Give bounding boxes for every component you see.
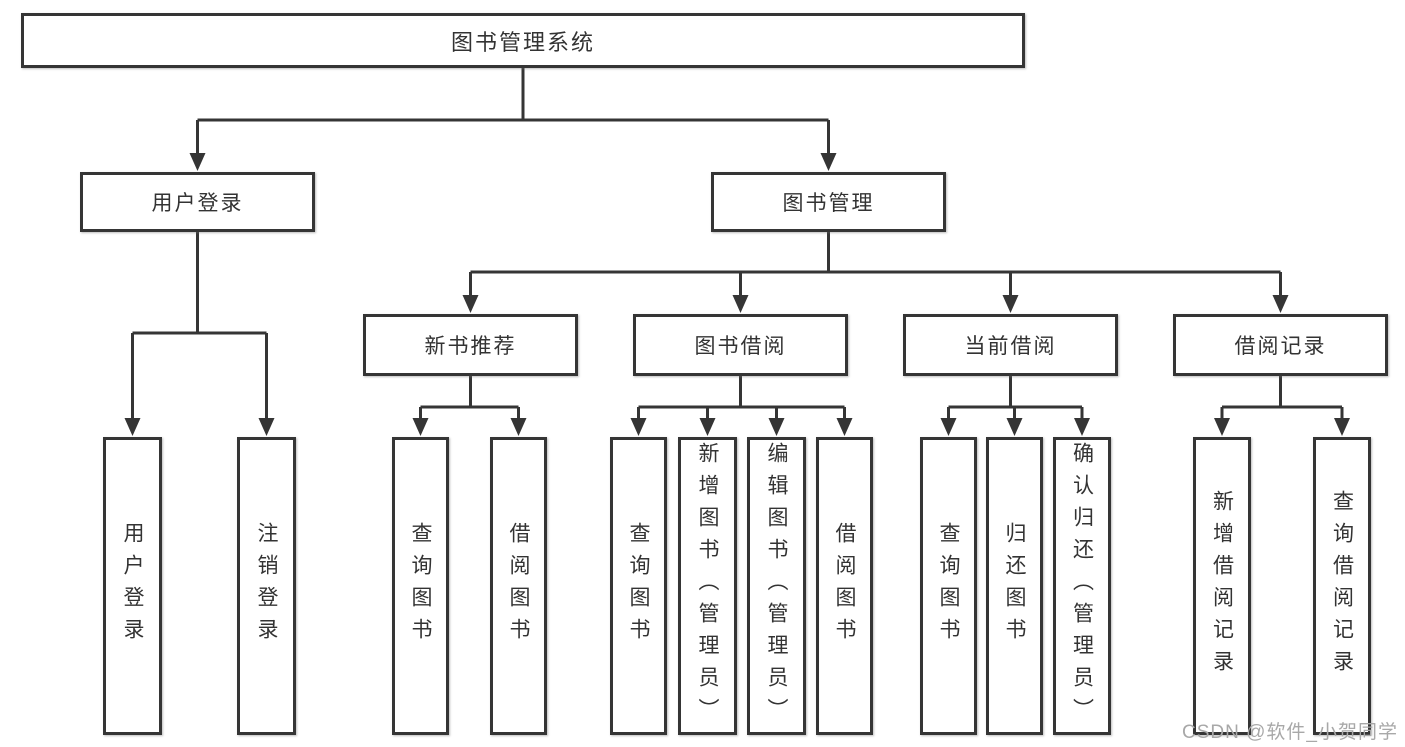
node-borrow-records: 借阅记录: [1173, 314, 1388, 376]
leaf-label: 编辑图书（管理员）: [765, 442, 788, 730]
leaf-label: 注销登录: [255, 522, 278, 650]
leaf-confirm-return-admin: 确认归还（管理员）: [1053, 437, 1111, 735]
leaf-label: 确认归还（管理员）: [1070, 442, 1094, 730]
leaf-label: 查询图书: [627, 522, 650, 650]
node-user-login-branch: 用户登录: [80, 172, 315, 232]
leaf-query-books-borrow: 查询图书: [610, 437, 667, 735]
leaf-user-login: 用户登录: [103, 437, 162, 735]
leaf-label: 新增借阅记录: [1210, 490, 1234, 682]
leaf-label: 归还图书: [1003, 522, 1026, 650]
leaf-label: 用户登录: [121, 522, 144, 650]
leaf-edit-books-admin: 编辑图书（管理员）: [747, 437, 806, 735]
node-current-borrow: 当前借阅: [903, 314, 1118, 376]
leaf-query-books-current: 查询图书: [920, 437, 977, 735]
csdn-watermark: CSDN @软件_小贺同学: [1182, 722, 1398, 743]
leaf-label: 借阅图书: [507, 522, 530, 650]
node-new-book-recommend: 新书推荐: [363, 314, 578, 376]
leaf-label: 借阅图书: [833, 522, 856, 650]
leaf-return-books: 归还图书: [986, 437, 1043, 735]
leaf-borrow-books: 借阅图书: [816, 437, 873, 735]
leaf-label: 查询图书: [937, 522, 960, 650]
node-book-management-branch: 图书管理: [711, 172, 946, 232]
leaf-logout: 注销登录: [237, 437, 296, 735]
leaf-add-books-admin: 新增图书（管理员）: [678, 437, 737, 735]
leaf-query-books-recommend: 查询图书: [392, 437, 449, 735]
leaf-label: 查询借阅记录: [1330, 490, 1354, 682]
leaf-label: 查询图书: [409, 522, 432, 650]
node-book-borrow: 图书借阅: [633, 314, 848, 376]
leaf-add-borrow-record: 新增借阅记录: [1193, 437, 1251, 735]
leaf-query-borrow-record: 查询借阅记录: [1313, 437, 1371, 735]
node-root-system: 图书管理系统: [21, 13, 1025, 68]
leaf-label: 新增图书（管理员）: [696, 442, 719, 730]
leaf-borrow-books-recommend: 借阅图书: [490, 437, 547, 735]
